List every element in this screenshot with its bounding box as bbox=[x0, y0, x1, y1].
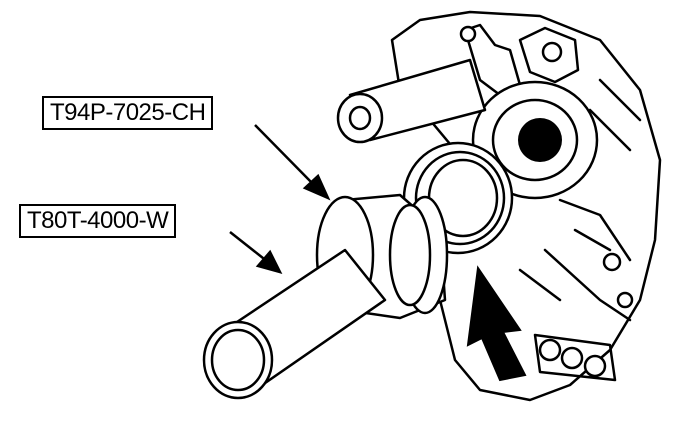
driver-handle bbox=[202, 248, 387, 400]
callout-driver-handle: T80T-4000-W bbox=[19, 204, 177, 238]
callout-seal-installer: T94P-7025-CH bbox=[42, 96, 214, 130]
install-direction-arrow bbox=[466, 265, 527, 382]
leader-arrows bbox=[229, 124, 331, 274]
housing-side-pipe bbox=[336, 58, 487, 144]
